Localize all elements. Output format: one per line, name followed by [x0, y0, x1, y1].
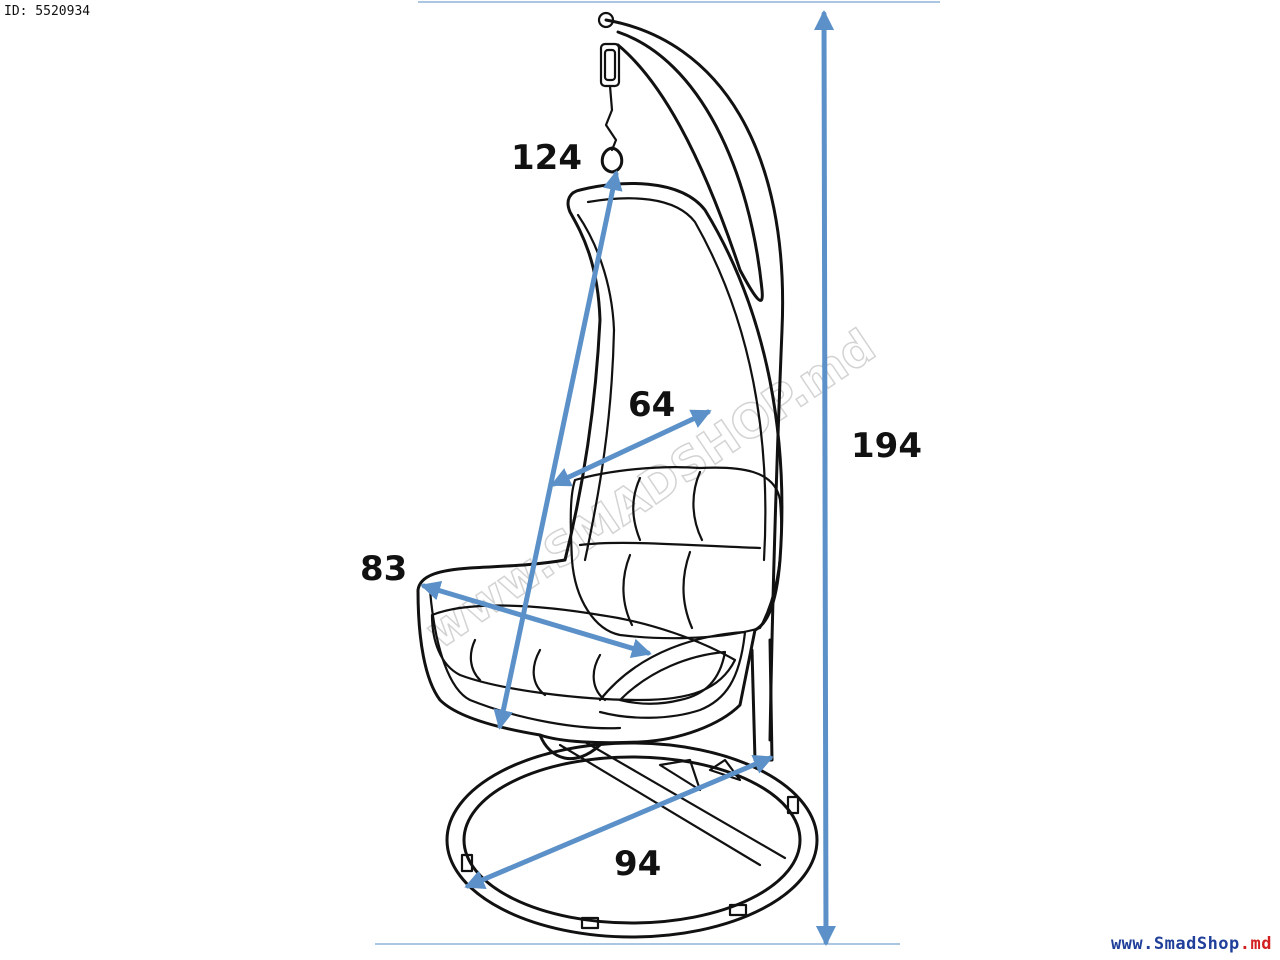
- seat-width-arrow: [550, 409, 712, 487]
- dimension-arrows: [420, 10, 836, 946]
- chair-base: [445, 740, 819, 939]
- height-label: 194: [851, 426, 922, 466]
- seat-width-label: 64: [628, 385, 675, 425]
- image-id-label: ID: 5520934: [4, 4, 91, 19]
- backrest-arrow: [493, 170, 623, 730]
- seat-depth-arrow: [420, 581, 652, 658]
- seat-depth-label: 83: [360, 549, 407, 589]
- backrest-label: 124: [511, 138, 582, 178]
- watermark-text: www.SMADSHOP.md: [416, 319, 885, 660]
- site-url-prefix: www.: [1110, 934, 1154, 954]
- base-diameter-arrow: [464, 755, 774, 889]
- site-url: www.SmadShop.md: [1111, 934, 1272, 954]
- site-url-suffix: .md: [1239, 934, 1272, 954]
- hanging-hook: [599, 42, 624, 174]
- height-arrow: [814, 10, 836, 946]
- site-url-brand: SmadShop: [1153, 934, 1240, 954]
- base-diameter-label: 94: [614, 844, 661, 884]
